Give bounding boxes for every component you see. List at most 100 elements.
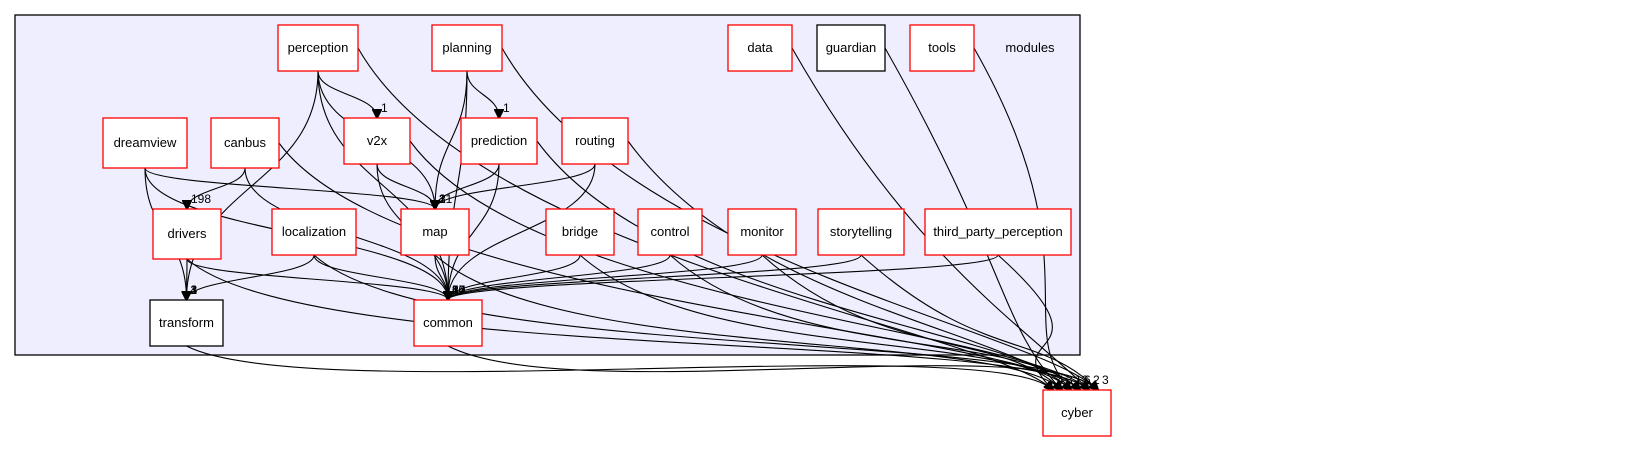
- node-box[interactable]: [727, 208, 797, 256]
- edge-localization-to-transform: [187, 254, 315, 300]
- node-box[interactable]: [152, 208, 222, 260]
- edge-label-v2x-to-map: 1: [439, 192, 446, 206]
- node-box[interactable]: [102, 117, 188, 169]
- edge-label-third_party_perception-to-cyber: 4: [1057, 373, 1064, 387]
- edge-localization-to-cyber: [313, 254, 1098, 390]
- node-third-party-perception[interactable]: third_party_perception: [924, 208, 1072, 256]
- node-box[interactable]: [277, 24, 359, 72]
- edge-perception-to-v2x: [317, 70, 377, 118]
- node-box[interactable]: [400, 208, 470, 256]
- node-label: localization: [282, 224, 346, 239]
- node-label: transform: [159, 315, 214, 330]
- node-bridge[interactable]: bridge: [545, 208, 615, 256]
- edge-drivers-to-cyber: [186, 258, 1089, 390]
- node-label: data: [747, 40, 773, 55]
- node-box[interactable]: [637, 208, 703, 256]
- node-cyber[interactable]: cyber: [1042, 389, 1112, 437]
- node-box[interactable]: [210, 117, 280, 169]
- node-common[interactable]: common: [413, 299, 483, 347]
- node-control[interactable]: control: [637, 208, 703, 256]
- edge-label-canbus-to-drivers: 198: [191, 192, 211, 206]
- node-canbus[interactable]: canbus: [210, 117, 280, 169]
- edge-canbus-to-drivers: [187, 167, 246, 209]
- edge-prediction-to-common: [448, 163, 500, 300]
- edge-label-v2x-to-common: 2: [452, 283, 459, 297]
- node-label: cyber: [1061, 405, 1093, 420]
- edge-third_party_perception-to-common: [448, 254, 999, 300]
- edge-perception-to-common: [317, 70, 448, 300]
- edge-v2x-to-cyber: [409, 140, 1089, 390]
- edge-label-dreamview-to-map: 2: [439, 192, 446, 206]
- node-label: third_party_perception: [933, 224, 1062, 239]
- node-monitor[interactable]: monitor: [727, 208, 797, 256]
- node-drivers[interactable]: drivers: [152, 208, 222, 260]
- node-box[interactable]: [561, 117, 629, 165]
- edge-transform-to-cyber: [186, 345, 1054, 390]
- node-label: canbus: [224, 135, 266, 150]
- edge-perception-to-transform: [187, 70, 319, 300]
- edge-label-prediction-to-map: 3: [439, 192, 446, 206]
- node-box[interactable]: [431, 24, 503, 72]
- node-box[interactable]: [149, 299, 224, 347]
- edge-data-to-cyber: [791, 47, 1089, 390]
- node-box[interactable]: [817, 208, 905, 256]
- node-label: storytelling: [830, 224, 892, 239]
- node-box[interactable]: [271, 208, 357, 256]
- edge-label-localization-to-transform: 4: [191, 283, 198, 297]
- node-label: tools: [928, 40, 956, 55]
- node-perception[interactable]: perception: [277, 24, 359, 72]
- node-box[interactable]: [343, 117, 411, 165]
- edge-tools-to-cyber: [973, 47, 1071, 390]
- edge-common-to-cyber: [447, 345, 1098, 390]
- edge-planning-to-map: [435, 70, 468, 209]
- node-box[interactable]: [1042, 389, 1112, 437]
- node-guardian[interactable]: guardian: [816, 24, 886, 72]
- node-planning[interactable]: planning: [431, 24, 503, 72]
- node-label: guardian: [826, 40, 877, 55]
- node-label: planning: [442, 40, 491, 55]
- edge-drivers-to-common: [186, 258, 448, 300]
- edge-label-drivers-to-transform: 3: [191, 283, 198, 297]
- node-storytelling[interactable]: storytelling: [817, 208, 905, 256]
- node-box[interactable]: [727, 24, 793, 72]
- node-label: dreamview: [114, 135, 177, 150]
- node-map[interactable]: map: [400, 208, 470, 256]
- node-box[interactable]: [924, 208, 1072, 256]
- node-label: control: [650, 224, 689, 239]
- edge-dreamview-to-map: [144, 167, 435, 209]
- node-label: bridge: [562, 224, 598, 239]
- edge-control-to-common: [448, 254, 671, 300]
- node-data[interactable]: data: [727, 24, 793, 72]
- cluster-label: modules: [1005, 40, 1055, 55]
- edge-localization-to-common: [313, 254, 448, 300]
- edge-guardian-to-cyber: [884, 47, 1062, 390]
- edge-storytelling-to-cyber: [860, 254, 1098, 390]
- node-label: routing: [575, 133, 615, 148]
- node-localization[interactable]: localization: [271, 208, 357, 256]
- node-label: monitor: [740, 224, 784, 239]
- node-box[interactable]: [545, 208, 615, 256]
- edge-map-to-cyber: [434, 254, 1062, 390]
- node-v2x[interactable]: v2x: [343, 117, 411, 165]
- edge-label-prediction-to-cyber: 6: [1084, 373, 1091, 387]
- node-box[interactable]: [909, 24, 975, 72]
- node-box[interactable]: [460, 117, 538, 165]
- node-routing[interactable]: routing: [561, 117, 629, 165]
- edge-label-third_party_perception-to-common: 4: [452, 283, 459, 297]
- edge-label-storytelling-to-cyber: 3: [1102, 373, 1109, 387]
- node-label: common: [423, 315, 473, 330]
- node-prediction[interactable]: prediction: [460, 117, 538, 165]
- node-box[interactable]: [413, 299, 483, 347]
- node-tools[interactable]: tools: [909, 24, 975, 72]
- edge-label-bridge-to-common: 5: [452, 283, 459, 297]
- edge-label-data-to-cyber: 2: [1093, 373, 1100, 387]
- node-box[interactable]: [816, 24, 886, 72]
- node-transform[interactable]: transform: [149, 299, 224, 347]
- edge-label-planning-to-map: 21: [439, 192, 453, 206]
- edge-label-perception-to-transform: 3: [191, 283, 198, 297]
- node-label: v2x: [367, 133, 388, 148]
- edge-storytelling-to-common: [448, 254, 862, 300]
- node-dreamview[interactable]: dreamview: [102, 117, 188, 169]
- edge-planning-to-common: [448, 70, 468, 300]
